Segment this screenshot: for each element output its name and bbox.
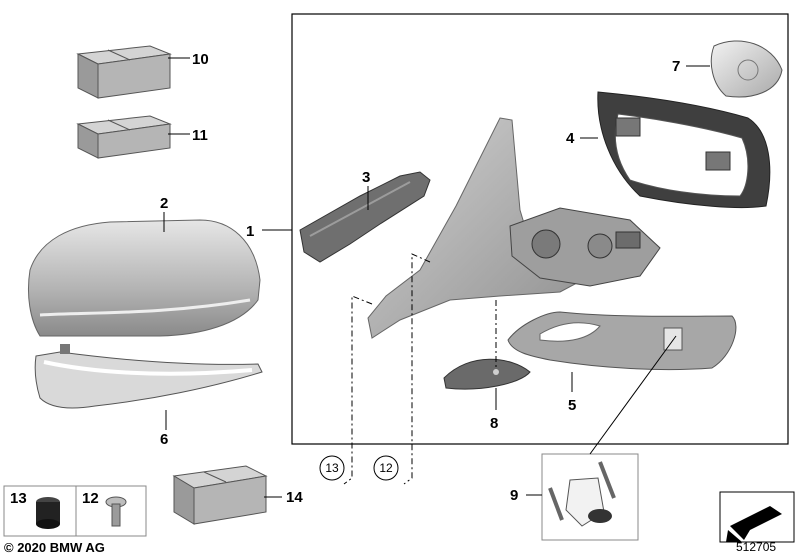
assembly-frame (291, 13, 789, 445)
callout-14: 14 (286, 489, 303, 506)
mirror-housing-part-4 (597, 91, 771, 209)
callout-2: 2 (160, 195, 168, 212)
copyright-text: © 2020 BMW AG (4, 540, 105, 555)
leader-lines (163, 57, 710, 498)
dashed-callout-lines (343, 253, 497, 485)
callout-5: 5 (568, 397, 576, 414)
grommet-icon (36, 497, 60, 529)
turn-signal-part-6 (34, 344, 263, 409)
screw-kit-part-9 (541, 453, 639, 541)
diagram-number: 512705 (736, 540, 777, 554)
box-part-10 (76, 45, 172, 99)
box-part-14 (172, 465, 268, 525)
callout-7: 7 (672, 58, 680, 75)
callout-9: 9 (510, 487, 518, 504)
bracket-part-3 (299, 171, 431, 263)
callout-circle-12-label: 12 (379, 461, 393, 475)
callout-circle-12 (373, 455, 399, 481)
mirror-drive-motor (509, 207, 661, 287)
box-part-11 (76, 115, 172, 159)
mirror-cap-part-2 (27, 219, 261, 337)
screw-icon (105, 496, 127, 527)
callout-11: 11 (192, 127, 208, 144)
legend-label-13: 13 (10, 490, 27, 507)
lower-cover-part-5 (507, 311, 737, 371)
callout-3: 3 (362, 169, 370, 186)
gasket-plate-part-8 (443, 358, 531, 390)
callout-4: 4 (566, 130, 575, 147)
callout-1: 1 (246, 223, 254, 240)
callout-8: 8 (490, 415, 498, 432)
callout-circle-13-label: 13 (325, 461, 339, 475)
direction-arrow-icon (719, 491, 795, 543)
legend-label-12: 12 (82, 490, 99, 507)
legend-box (3, 485, 147, 537)
callout-circle-13 (319, 455, 345, 481)
callout-6: 6 (160, 431, 168, 448)
callout-10: 10 (192, 51, 209, 68)
mirror-glass-part-7 (710, 40, 783, 98)
